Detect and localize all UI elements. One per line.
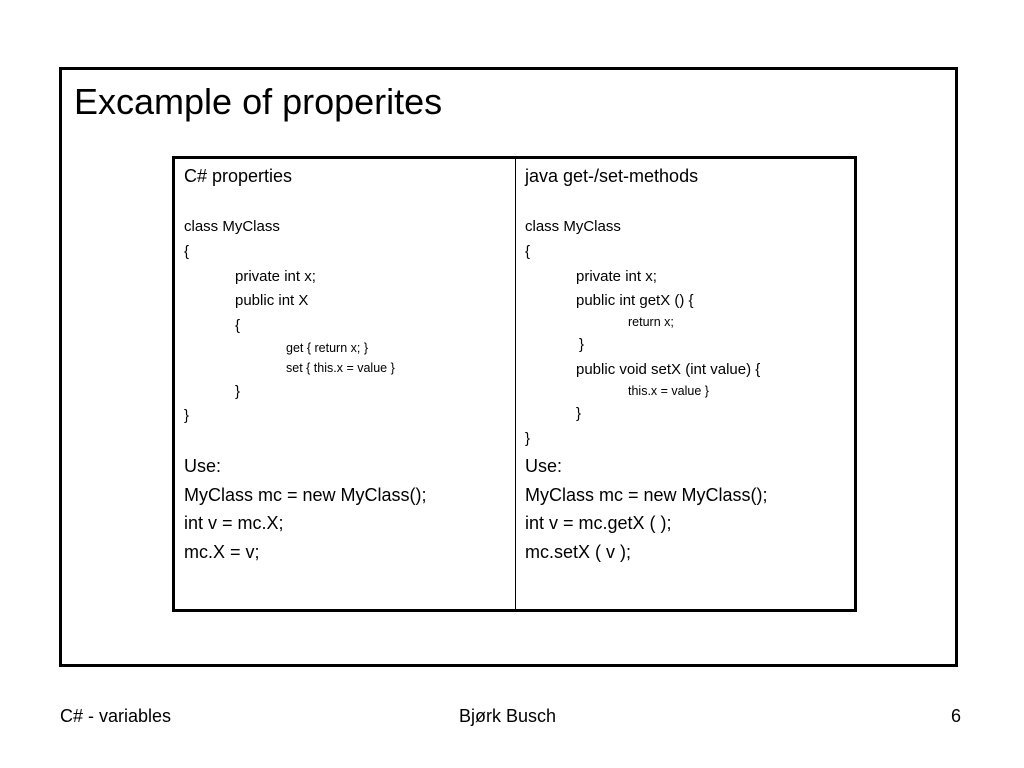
java-use-line: mc.setX ( v ); [525,542,632,562]
csharp-code-line: { [184,243,190,260]
slide-title: Excample of properites [74,81,443,122]
csharp-use-line: mc.X = v; [184,542,260,562]
java-code-line: public int getX () { [576,292,694,309]
java-column-header: java get-/set-methods [525,166,699,186]
footer-author: Bjørk Busch [459,706,557,726]
csharp-column-header: C# properties [184,166,293,186]
java-code-line: public void setX (int value) { [576,361,761,378]
java-use-line: Use: [525,456,563,476]
java-code-line: return x; [628,315,674,329]
csharp-code-line: } [235,383,241,400]
footer-page-number: 6 [951,706,962,726]
csharp-code-line: { [235,317,241,334]
slide-frame: Excample of properites C# properties cla… [59,67,958,667]
csharp-use-line: int v = mc.X; [184,513,284,533]
csharp-code-line: private int x; [235,268,316,285]
csharp-code-line: set { this.x = value } [286,361,395,375]
csharp-code-line: public int X [235,292,309,309]
csharp-code-line: get { return x; } [286,341,368,355]
java-code-line: class MyClass [525,218,621,235]
csharp-code-line: } [184,407,190,424]
csharp-column: C# properties class MyClass { private in… [175,159,516,609]
comparison-table: C# properties class MyClass { private in… [172,156,857,612]
csharp-use-line: MyClass mc = new MyClass(); [184,485,427,505]
java-use-line: MyClass mc = new MyClass(); [525,485,768,505]
java-code-line: { [525,243,531,260]
java-code-line: } [525,430,531,447]
java-column: java get-/set-methods class MyClass { pr… [516,159,854,609]
java-code-line: private int x; [576,268,657,285]
csharp-use-line: Use: [184,456,222,476]
java-code-line: this.x = value } [628,384,709,398]
java-code-line: } [579,336,585,353]
java-use-line: int v = mc.getX ( ); [525,513,672,533]
csharp-code-line: class MyClass [184,218,280,235]
java-code-line: } [576,405,582,422]
footer-course-title: C# - variables [60,706,172,726]
